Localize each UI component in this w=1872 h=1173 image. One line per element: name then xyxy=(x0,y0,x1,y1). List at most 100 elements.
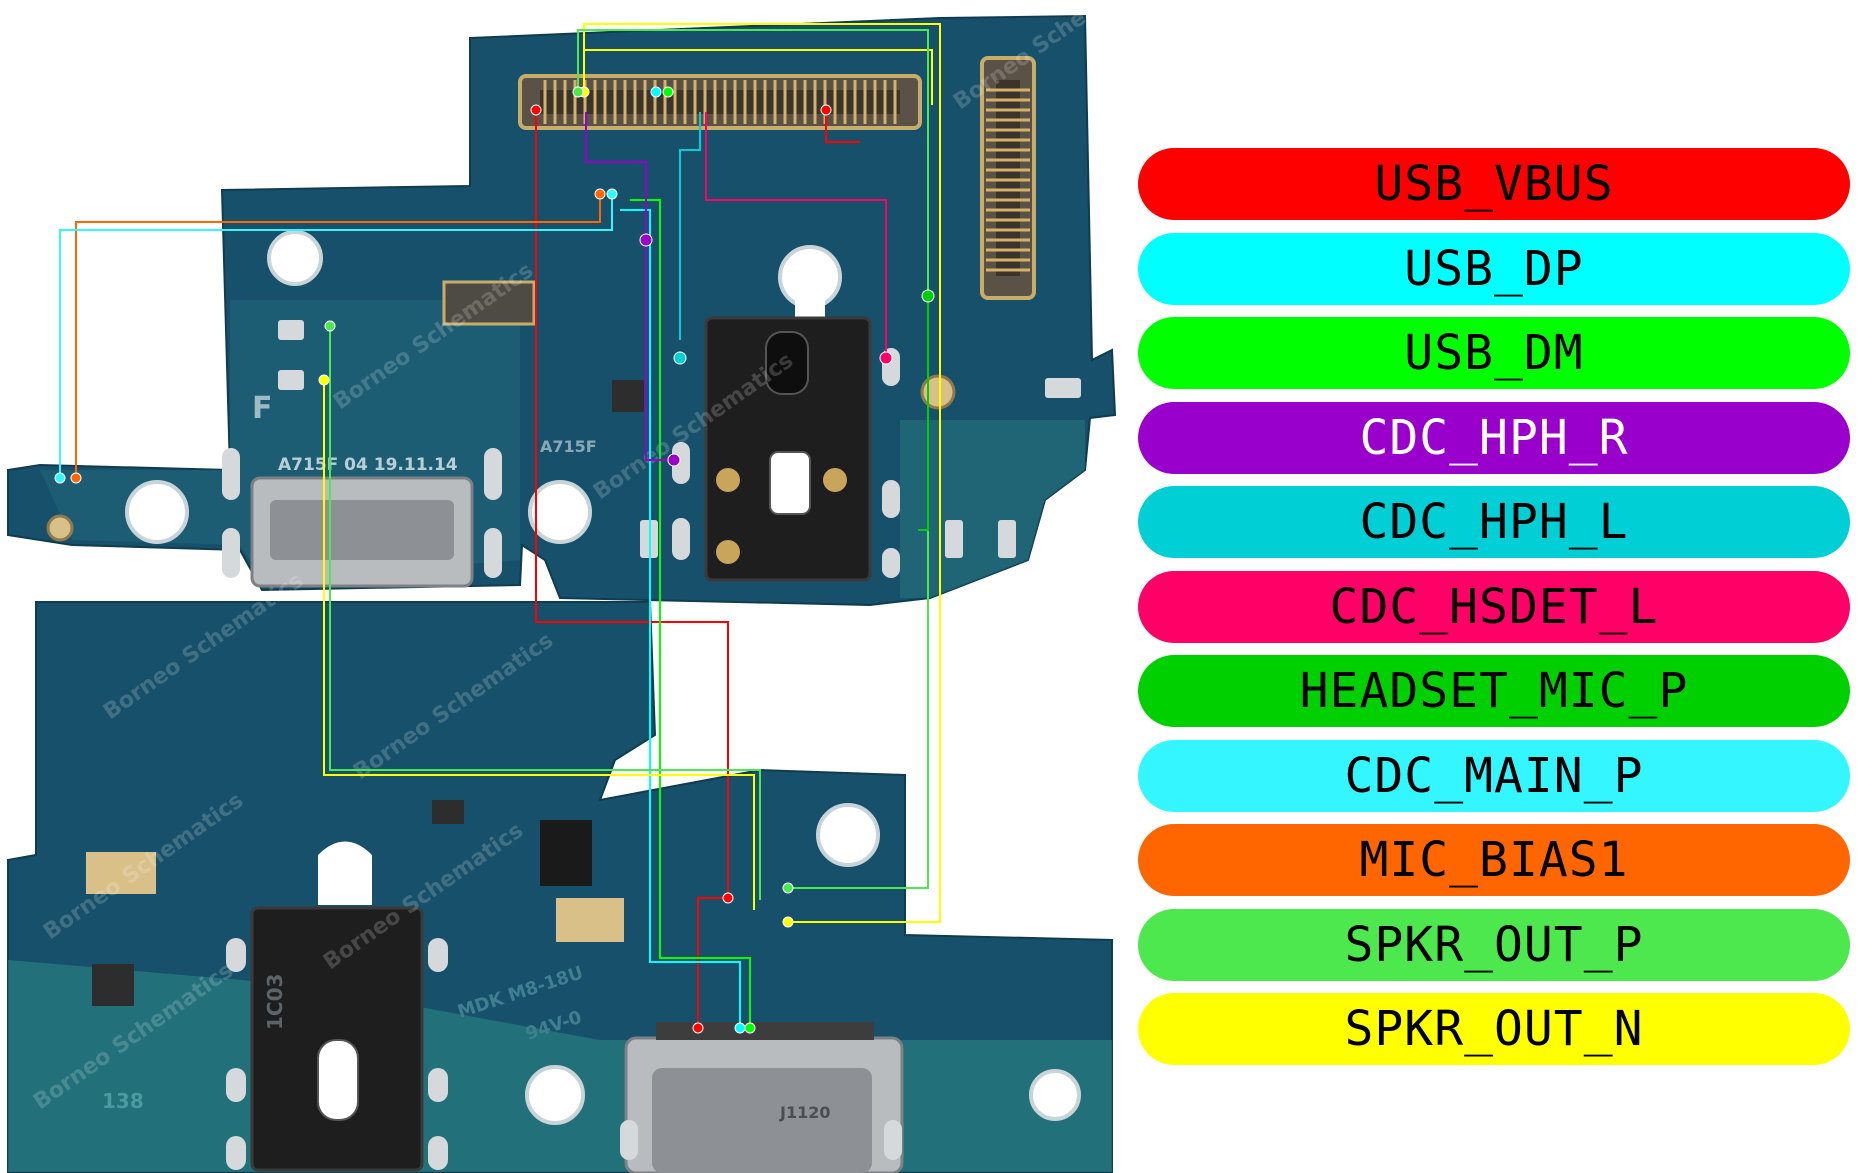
legend-item-usb-dp: USB_DP xyxy=(1138,232,1850,305)
signal-legend: USB_VBUS USB_DP USB_DM CDC_HPH_R CDC_HPH_L CD… xyxy=(1138,148,1850,1072)
probe-usb-dm xyxy=(662,86,674,98)
upper-board: A715F 04 19.11.14 A715F F Borneo Schemat… xyxy=(7,0,1130,607)
legend-label: CDC_MAIN_P xyxy=(1344,747,1644,804)
legend-item-usb-dm: USB_DM xyxy=(1138,317,1850,389)
trace-headset-mic-p xyxy=(918,296,929,531)
trace-usb-vbus xyxy=(535,112,729,1028)
trace-spkr-n-lower xyxy=(323,380,755,910)
upper-marking-text-2: A715F xyxy=(540,437,597,456)
trace-cdc-hph-r xyxy=(585,112,674,461)
legend-item-mic-bias1: MIC_BIAS1 xyxy=(1138,824,1850,896)
probe-headset-mic-p xyxy=(921,289,935,303)
probe-spkr-n-2 xyxy=(318,374,330,386)
probe-usb-vbus-3 xyxy=(722,892,734,904)
slot-lower xyxy=(318,841,372,905)
chip-small xyxy=(612,380,644,412)
probe-usb-vbus xyxy=(530,104,542,116)
mount-hole xyxy=(125,480,189,544)
probe-cdc-main-p-2 xyxy=(54,472,66,484)
legend-label: USB_DP xyxy=(1404,240,1584,297)
lower-marking-4: 1C03 xyxy=(263,974,287,1030)
mount-hole xyxy=(1029,1069,1081,1121)
legend-item-spkr-out-n: SPKR_OUT_N xyxy=(1138,993,1850,1065)
trace-spkr-out-n-2 xyxy=(583,23,941,923)
probe-mic-bias1 xyxy=(594,188,606,200)
legend-label: SPKR_OUT_P xyxy=(1344,916,1644,973)
legend-label: CDC_HSDET_L xyxy=(1329,578,1659,635)
chip-lower-2 xyxy=(432,800,464,824)
mount-hole xyxy=(816,803,880,867)
fpc-connector-top-inner xyxy=(540,90,900,114)
mount-hole xyxy=(528,480,592,544)
antenna-connector-left xyxy=(46,514,74,542)
fpc-connector-right-inner xyxy=(996,80,1020,276)
trace-mic-bias1 xyxy=(75,196,601,478)
signal-traces xyxy=(59,23,941,1028)
trace-cdc-main-p xyxy=(59,196,613,478)
antenna-connector xyxy=(920,374,956,410)
trace-usb-vbus-2 xyxy=(825,110,860,143)
pad-gold-2 xyxy=(556,898,624,942)
legend-label: MIC_BIAS1 xyxy=(1359,832,1629,888)
headphone-jack-upper-window xyxy=(769,451,811,515)
pad-gold-1 xyxy=(86,852,156,894)
fpc-connector-top-pins xyxy=(543,80,897,124)
mount-hole xyxy=(525,1065,585,1125)
probe-usb-vbus-4 xyxy=(692,1022,704,1034)
legend-item-cdc-hsdet-l: CDC_HSDET_L xyxy=(1138,570,1850,643)
pads-lower xyxy=(226,938,902,1170)
probe-usb-dp xyxy=(650,86,662,98)
headphone-jack-upper xyxy=(704,316,872,582)
probe-cdc-hsdet-l xyxy=(879,351,893,365)
trace-cdc-hph-l xyxy=(679,112,701,340)
probe-usb-dp-2 xyxy=(734,1022,746,1034)
legend-label: CDC_HPH_R xyxy=(1359,409,1629,466)
probe-dots xyxy=(54,86,935,1034)
headphone-jack-lower-window xyxy=(317,1039,359,1121)
silk-f-text: F xyxy=(252,391,273,426)
probe-cdc-main-p xyxy=(606,188,618,200)
probe-cdc-hph-l xyxy=(673,351,687,365)
probe-usb-vbus-2 xyxy=(820,104,832,116)
legend-item-cdc-hph-l: CDC_HPH_L xyxy=(1138,486,1850,558)
chip-lower-3 xyxy=(92,964,134,1006)
probe-spkr-p xyxy=(572,86,584,98)
legend-item-headset-mic-p: HEADSET_MIC_P xyxy=(1138,655,1850,727)
trace-cdc-hsdet-l xyxy=(705,112,887,360)
legend-label: HEADSET_MIC_P xyxy=(1299,663,1689,719)
legend-label: USB_VBUS xyxy=(1374,156,1614,212)
legend-label: SPKR_OUT_N xyxy=(1344,1001,1644,1057)
lower-marking-3: 138 xyxy=(102,1089,144,1113)
probe-cdc-hph-r xyxy=(639,233,653,247)
trace-spkr-out-p xyxy=(577,29,929,889)
legend-label: CDC_HPH_L xyxy=(1359,494,1629,550)
legend-item-spkr-out-p: SPKR_OUT_P xyxy=(1138,908,1850,981)
legend-label: USB_DM xyxy=(1404,325,1584,381)
lower-board: 1C03 J1120 MDK M8-18U 94V-0 138 Borneo S… xyxy=(7,568,1113,1173)
upper-marking-text: A715F 04 19.11.14 xyxy=(278,455,458,475)
probe-spkr-p-2 xyxy=(324,320,336,332)
trace-usb-dm xyxy=(630,199,751,1028)
fpc-connector-right-pins xyxy=(986,88,1030,272)
legend-item-cdc-main-p: CDC_MAIN_P xyxy=(1138,739,1850,812)
trace-spkr-p-lower xyxy=(329,326,761,900)
chip-filter xyxy=(442,280,536,326)
legend-item-cdc-hph-r: CDC_HPH_R xyxy=(1138,401,1850,474)
pads-upper xyxy=(222,320,1081,578)
usb-c-pin-row xyxy=(656,1022,874,1040)
jack-contacts-upper xyxy=(716,468,847,564)
probe-spkr-n-3 xyxy=(782,916,794,928)
probe-usb-dm-2 xyxy=(744,1022,756,1034)
usb-c-port-inner xyxy=(652,1068,872,1173)
probe-cdc-hph-r-2 xyxy=(667,453,681,467)
probe-mic-bias1-2 xyxy=(70,472,82,484)
pcb-diagram: A715F 04 19.11.14 A715F F Borneo Schemat… xyxy=(7,0,1130,1173)
headphone-jack-upper-slot xyxy=(765,331,809,395)
probe-spkr-p-3 xyxy=(782,882,794,894)
mount-hole xyxy=(267,230,323,286)
connector-marking: J1120 xyxy=(779,1103,830,1122)
chip-lower-1 xyxy=(540,820,592,886)
trace-usb-dp xyxy=(620,209,741,1028)
legend-item-usb-vbus: USB_VBUS xyxy=(1138,148,1850,220)
micro-usb-port-inner xyxy=(270,500,454,560)
